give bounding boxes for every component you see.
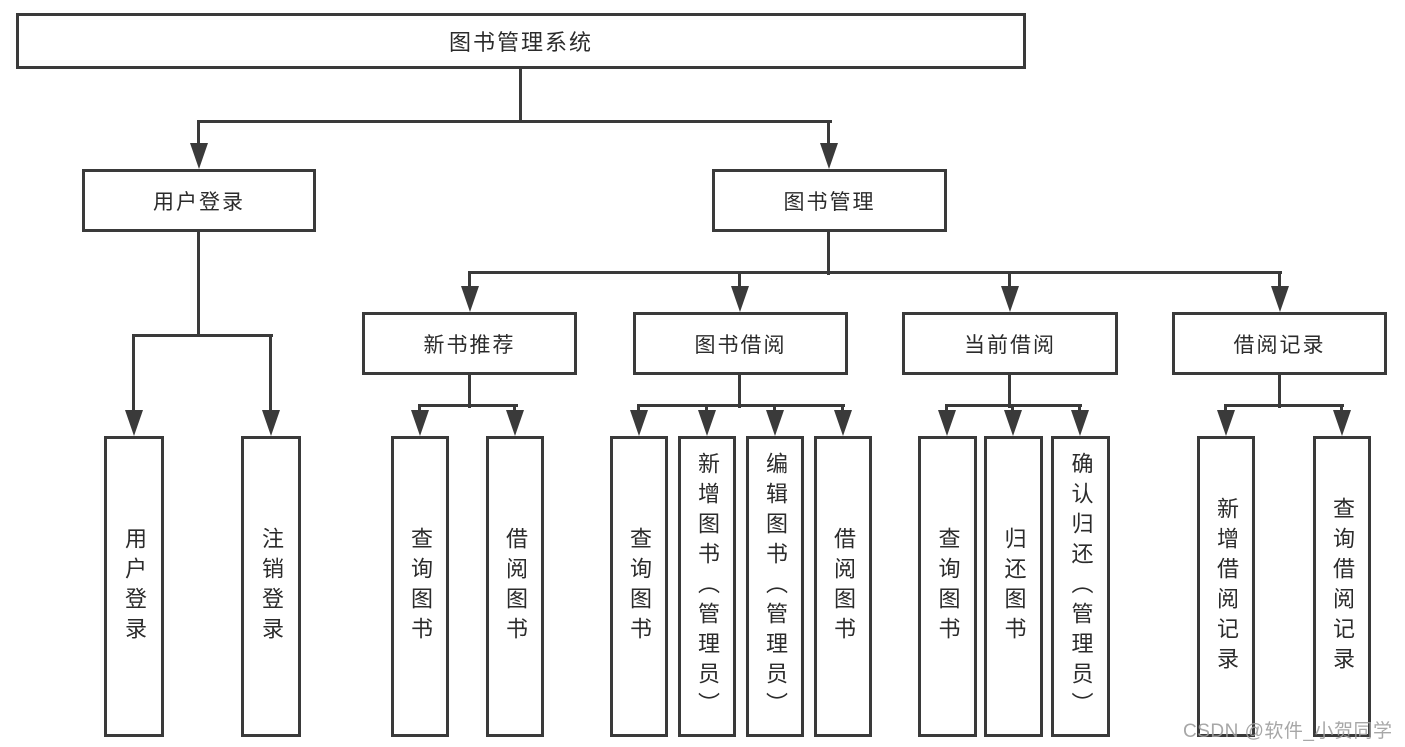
leaf-query-books-current: 查询图书 xyxy=(918,436,977,737)
connector xyxy=(418,404,421,414)
leaf-label: 查询图书 xyxy=(627,526,652,647)
arrowhead-down-icon xyxy=(1001,286,1019,312)
connector xyxy=(637,404,640,414)
connector xyxy=(468,271,471,291)
connector xyxy=(418,404,518,407)
arrowhead-down-icon xyxy=(262,410,280,436)
connector xyxy=(1078,404,1081,414)
node-library-management-system: 图书管理系统 xyxy=(16,13,1026,69)
arrowhead-down-icon xyxy=(630,410,648,436)
connector xyxy=(197,120,200,150)
node-book-borrowing: 图书借阅 xyxy=(633,312,848,375)
csdn-watermark: CSDN @软件_小贺同学 xyxy=(1183,721,1393,742)
connector xyxy=(132,334,273,337)
leaf-label: 查询借阅记录 xyxy=(1330,496,1355,677)
leaf-label: 用户登录 xyxy=(122,526,147,647)
leaf-label: 借阅图书 xyxy=(503,526,528,647)
connector xyxy=(773,404,776,414)
connector xyxy=(738,373,741,408)
node-current-borrowing: 当前借阅 xyxy=(902,312,1118,375)
arrowhead-down-icon xyxy=(820,143,838,169)
connector xyxy=(1008,373,1011,408)
leaf-label: 查询图书 xyxy=(935,526,961,647)
arrowhead-down-icon xyxy=(190,143,208,169)
leaf-query-borrow-record: 查询借阅记录 xyxy=(1313,436,1371,737)
connector xyxy=(841,404,844,414)
connector xyxy=(1008,271,1011,291)
connector xyxy=(1278,373,1281,408)
connector xyxy=(705,404,708,414)
leaf-label: 确认归还（管理员） xyxy=(1068,451,1094,722)
leaf-add-borrow-record: 新增借阅记录 xyxy=(1197,436,1255,737)
leaf-query-books-borrowing: 查询图书 xyxy=(610,436,668,737)
connector xyxy=(197,230,200,337)
leaf-query-books-recommend: 查询图书 xyxy=(391,436,449,737)
leaf-label: 新增图书（管理员） xyxy=(695,451,720,722)
connector xyxy=(1011,404,1014,414)
leaf-label: 归还图书 xyxy=(1001,526,1027,647)
arrowhead-down-icon xyxy=(506,410,524,436)
connector xyxy=(468,373,471,408)
leaf-label: 新增借阅记录 xyxy=(1214,496,1239,677)
connector xyxy=(1340,404,1343,414)
connector xyxy=(1278,271,1281,291)
connector xyxy=(738,271,741,291)
arrowhead-down-icon xyxy=(461,286,479,312)
leaf-label: 编辑图书（管理员） xyxy=(763,451,788,722)
arrowhead-down-icon xyxy=(125,410,143,436)
arrowhead-down-icon xyxy=(698,410,716,436)
connector xyxy=(827,120,830,150)
leaf-logout: 注销登录 xyxy=(241,436,301,737)
connector xyxy=(827,230,830,275)
node-new-book-recommend: 新书推荐 xyxy=(362,312,577,375)
connector xyxy=(132,334,135,414)
arrowhead-down-icon xyxy=(766,410,784,436)
arrowhead-down-icon xyxy=(938,410,956,436)
leaf-user-login: 用户登录 xyxy=(104,436,164,737)
connector xyxy=(513,404,516,414)
leaf-borrow-books-recommend: 借阅图书 xyxy=(486,436,544,737)
connector xyxy=(1224,404,1227,414)
connector xyxy=(197,120,832,123)
connector xyxy=(269,334,272,414)
leaf-edit-book-admin: 编辑图书（管理员） xyxy=(746,436,804,737)
leaf-return-book: 归还图书 xyxy=(984,436,1043,737)
leaf-label: 借阅图书 xyxy=(831,526,856,647)
leaf-borrow-books: 借阅图书 xyxy=(814,436,872,737)
connector xyxy=(1224,404,1344,407)
leaf-label: 注销登录 xyxy=(259,526,284,647)
node-user-login-branch: 用户登录 xyxy=(82,169,316,232)
node-borrowing-records: 借阅记录 xyxy=(1172,312,1387,375)
leaf-label: 查询图书 xyxy=(408,526,433,647)
connector xyxy=(637,404,845,407)
arrowhead-down-icon xyxy=(834,410,852,436)
connector xyxy=(519,69,522,123)
connector xyxy=(945,404,948,414)
arrowhead-down-icon xyxy=(1004,410,1022,436)
connector xyxy=(468,271,1282,274)
arrowhead-down-icon xyxy=(1217,410,1235,436)
leaf-confirm-return-admin: 确认归还（管理员） xyxy=(1051,436,1110,737)
leaf-add-book-admin: 新增图书（管理员） xyxy=(678,436,736,737)
arrowhead-down-icon xyxy=(1071,410,1089,436)
node-book-management-branch: 图书管理 xyxy=(712,169,947,232)
arrowhead-down-icon xyxy=(1333,410,1351,436)
arrowhead-down-icon xyxy=(1271,286,1289,312)
arrowhead-down-icon xyxy=(411,410,429,436)
arrowhead-down-icon xyxy=(731,286,749,312)
